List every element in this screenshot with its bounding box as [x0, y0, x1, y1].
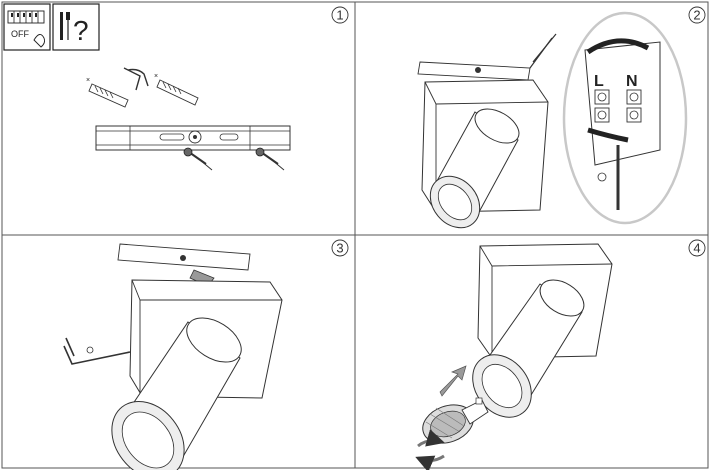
step-number-4: 4 — [688, 239, 706, 257]
step-label-1: 1 — [336, 8, 343, 23]
step-label-2: 2 — [693, 8, 700, 23]
screw-right — [255, 147, 285, 171]
neutral-terminal-label: N — [626, 73, 638, 90]
step-number-2: 2 — [688, 6, 706, 24]
wiring-callout: L N — [562, 11, 688, 225]
step-label-3: 3 — [336, 241, 343, 256]
panel-step-4: 4 — [415, 239, 706, 470]
plier-icon — [123, 67, 149, 91]
panel-step-1: 1 OFF ? — [3, 3, 349, 171]
tool-question-icon: ? — [52, 3, 100, 51]
step-number-3: 3 — [331, 239, 349, 257]
wall-plug-right: × — [154, 73, 199, 106]
insert-arrow-icon — [439, 365, 467, 397]
panel-step-3: 3 — [63, 239, 349, 470]
panel-step-2: 2 — [417, 6, 706, 229]
step-label-4: 4 — [693, 241, 700, 256]
rotate-arrows-icon — [415, 429, 445, 470]
screw-left — [183, 147, 213, 171]
svg-text:×: × — [154, 73, 158, 80]
hex-key-icon — [63, 337, 131, 365]
mounting-bracket — [95, 125, 291, 151]
breaker-off-icon: OFF — [3, 3, 51, 51]
wall-plug-left: × — [86, 77, 129, 108]
spotlight-cylinder-2 — [429, 108, 520, 229]
off-label: OFF — [11, 29, 29, 39]
svg-text:×: × — [86, 77, 90, 84]
mounting-bracket-2 — [417, 33, 557, 81]
step-number-1: 1 — [331, 6, 349, 24]
question-label: ? — [73, 15, 89, 46]
spotlight-cylinder-3 — [111, 317, 242, 470]
live-terminal-label: L — [594, 73, 604, 90]
